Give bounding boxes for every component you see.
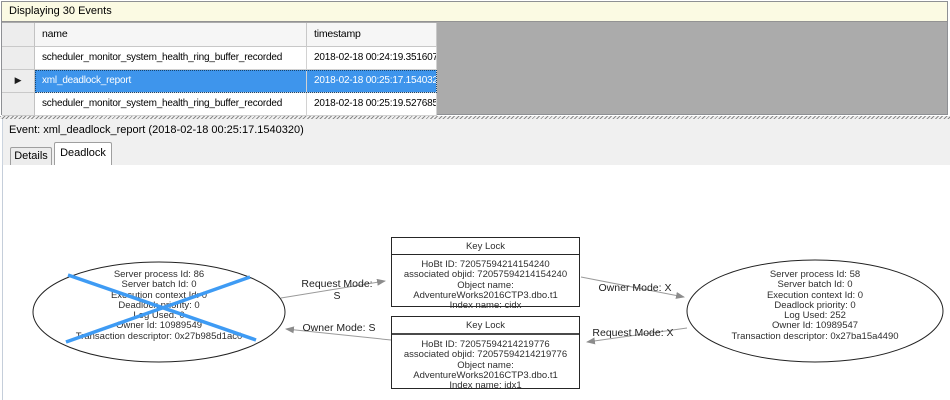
lock-details: HoBt ID: 72057594214154240 associated ob… — [392, 255, 579, 311]
current-row-arrow-icon: ▶ — [14, 75, 22, 85]
column-header-timestamp[interactable]: timestamp — [307, 23, 437, 47]
lock-title: Key Lock — [392, 238, 579, 255]
grid-header-row: name timestamp — [2, 23, 947, 47]
tab-deadlock[interactable]: Deadlock — [54, 142, 112, 165]
table-row[interactable]: scheduler_monitor_system_health_ring_buf… — [2, 93, 947, 116]
deadlock-graph-pane: Server process Id: 86 Server batch Id: 0… — [2, 165, 950, 400]
tab-strip: Details Deadlock — [2, 141, 950, 165]
process-attr: Server batch Id: 0 — [777, 279, 853, 291]
lock-attr: associated objid: 72057594214219776 — [403, 349, 568, 361]
events-grid: name timestamp scheduler_monitor_system_… — [2, 23, 947, 116]
edge-label-request-mode-x: Request Mode: X — [592, 327, 674, 339]
edge-owner-x-line — [580, 276, 685, 299]
row-cells: xml_deadlock_report 2018-02-18 00:25:17.… — [35, 70, 437, 93]
cell-name[interactable]: xml_deadlock_report — [35, 70, 307, 93]
row-selector[interactable]: ▶ — [2, 70, 35, 93]
process-attr: Transaction descriptor: 0x27b985d1ac0 — [75, 330, 243, 342]
cell-name[interactable]: scheduler_monitor_system_health_ring_buf… — [35, 47, 307, 70]
cell-name[interactable]: scheduler_monitor_system_health_ring_buf… — [35, 93, 307, 116]
edge-request-x-line — [586, 327, 688, 345]
column-header-name[interactable]: name — [35, 23, 307, 47]
cell-timestamp[interactable]: 2018-02-18 00:24:19.3516078 — [307, 47, 437, 70]
edge-label-owner-mode-s: Owner Mode: S — [302, 322, 376, 334]
events-count-bar: Displaying 30 Events — [2, 2, 947, 22]
event-title-text: Event: xml_deadlock_report (2018-02-18 0… — [9, 124, 304, 136]
table-row-selected[interactable]: ▶ xml_deadlock_report 2018-02-18 00:25:1… — [2, 70, 947, 93]
lock-attr: Index name: cidx — [449, 300, 522, 312]
lock-attr: Object name: AdventureWorks2016CTP3.dbo.… — [413, 279, 558, 301]
process-attr: Owner Id: 10989547 — [771, 320, 859, 332]
lock-attr: HoBt ID: 72057594214219776 — [421, 339, 550, 350]
tab-details[interactable]: Details — [10, 147, 52, 165]
lock-title: Key Lock — [392, 317, 579, 335]
lock-attr: HoBt ID: 72057594214154240 — [421, 259, 550, 270]
row-selector[interactable] — [2, 93, 35, 116]
process-attr: Transaction descriptor: 0x27ba15a4490 — [731, 330, 899, 342]
lock-attr: associated objid: 72057594214154240 — [403, 269, 568, 281]
row-selector-header[interactable] — [2, 23, 35, 47]
events-grid-frame: Displaying 30 Events name timestamp sche… — [1, 1, 948, 116]
process-attr: Server process Id: 58 — [769, 269, 861, 280]
table-row[interactable]: scheduler_monitor_system_health_ring_buf… — [2, 47, 947, 70]
process-attr: Log Used: 252 — [784, 310, 846, 322]
process-attr: Execution context Id: 0 — [766, 289, 864, 301]
row-cells: scheduler_monitor_system_health_ring_buf… — [35, 93, 437, 116]
edge-label-request-mode-s: Request Mode: S — [301, 278, 373, 302]
process-node-right[interactable]: Server process Id: 58 Server batch Id: 0… — [695, 269, 935, 342]
row-selector[interactable] — [2, 47, 35, 70]
edge-label-owner-mode-x: Owner Mode: X — [598, 282, 672, 294]
event-title-bar: Event: xml_deadlock_report (2018-02-18 0… — [2, 119, 950, 141]
lock-attr: Index name: idx1 — [449, 380, 522, 392]
cell-timestamp[interactable]: 2018-02-18 00:25:17.1540320 — [307, 70, 437, 93]
process-node-right-ellipse[interactable] — [686, 259, 944, 363]
lock-attr: Object name: AdventureWorks2016CTP3.dbo.… — [413, 359, 558, 381]
row-cells: scheduler_monitor_system_health_ring_buf… — [35, 47, 437, 70]
edge-request-s-line — [280, 278, 386, 299]
cell-timestamp[interactable]: 2018-02-18 00:25:19.5276859 — [307, 93, 437, 116]
key-lock-node-bottom[interactable]: Key Lock HoBt ID: 72057594214219776 asso… — [391, 316, 580, 391]
edge-owner-s-line — [285, 326, 392, 341]
events-count-text: Displaying 30 Events — [9, 5, 112, 17]
lock-details: HoBt ID: 72057594214219776 associated ob… — [392, 335, 579, 391]
grid-splitter[interactable] — [0, 116, 950, 119]
key-lock-node-top[interactable]: Key Lock HoBt ID: 72057594214154240 asso… — [391, 237, 580, 311]
process-attr: Deadlock priority: 0 — [774, 299, 856, 311]
process-node-left[interactable]: Server process Id: 86 Server batch Id: 0… — [39, 269, 279, 342]
